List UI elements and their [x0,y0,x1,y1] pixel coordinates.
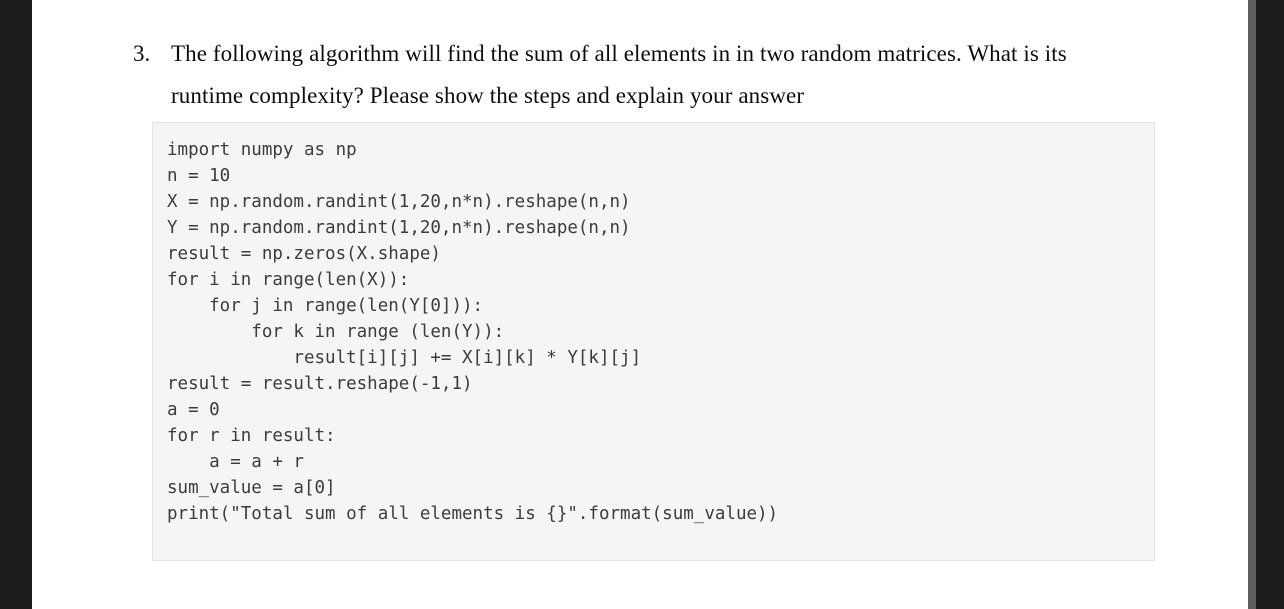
vertical-scrollbar-track[interactable] [1248,0,1270,609]
question-number: 3. [133,41,151,66]
vertical-scrollbar-thumb[interactable] [1248,0,1256,609]
page-gutter-left [0,0,32,609]
code-block: import numpy as np n = 10 X = np.random.… [152,122,1155,561]
question-text: The following algorithm will find the su… [171,41,1067,108]
question-item: 3. The following algorithm will find the… [133,33,1093,117]
code-content: import numpy as np n = 10 X = np.random.… [167,140,779,524]
document-page: 3. The following algorithm will find the… [32,0,1256,609]
